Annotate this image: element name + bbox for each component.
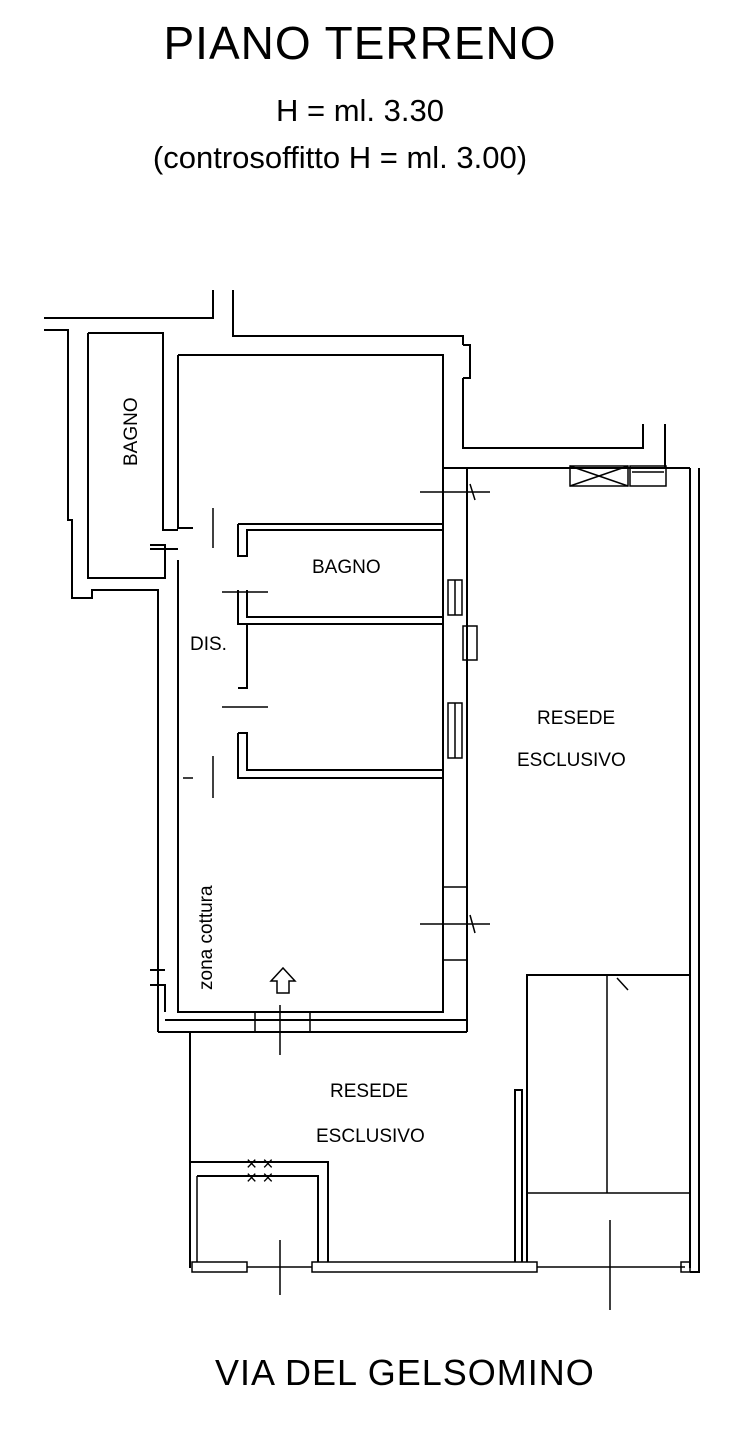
room-label-resede-right-2: ESCLUSIVO [517, 750, 626, 771]
ac-unit [569, 465, 667, 487]
room-label-resede-bottom-1: RESEDE [330, 1081, 408, 1102]
ceiling-height: H = ml. 3.30 [276, 93, 444, 128]
room-label-dis: DIS. [190, 634, 227, 655]
plan-title: PIANO TERRENO [163, 17, 557, 69]
neighbour-walls [44, 290, 666, 1020]
room-label-bagno-left: BAGNO [121, 397, 142, 466]
apartment-walls [150, 354, 700, 1273]
garden-structures: × × × × [189, 974, 691, 1310]
room-label-bagno-center: BAGNO [312, 557, 381, 578]
room-label-resede-bottom-2: ESCLUSIVO [316, 1126, 425, 1147]
false-ceiling-height: (controsoffitto H = ml. 3.00) [152, 140, 528, 175]
doors [183, 508, 268, 798]
svg-text:× ×: × × [246, 1154, 273, 1175]
left-stubs [150, 969, 166, 1032]
room-label-zona-cottura: zona cottura [196, 885, 217, 990]
svg-text:× ×: × × [246, 1168, 273, 1189]
windows [254, 483, 490, 1055]
room-label-resede-right-1: RESEDE [537, 708, 615, 729]
street-name: VIA DEL GELSOMINO [215, 1352, 595, 1393]
entrance-arrow-icon [269, 966, 297, 994]
